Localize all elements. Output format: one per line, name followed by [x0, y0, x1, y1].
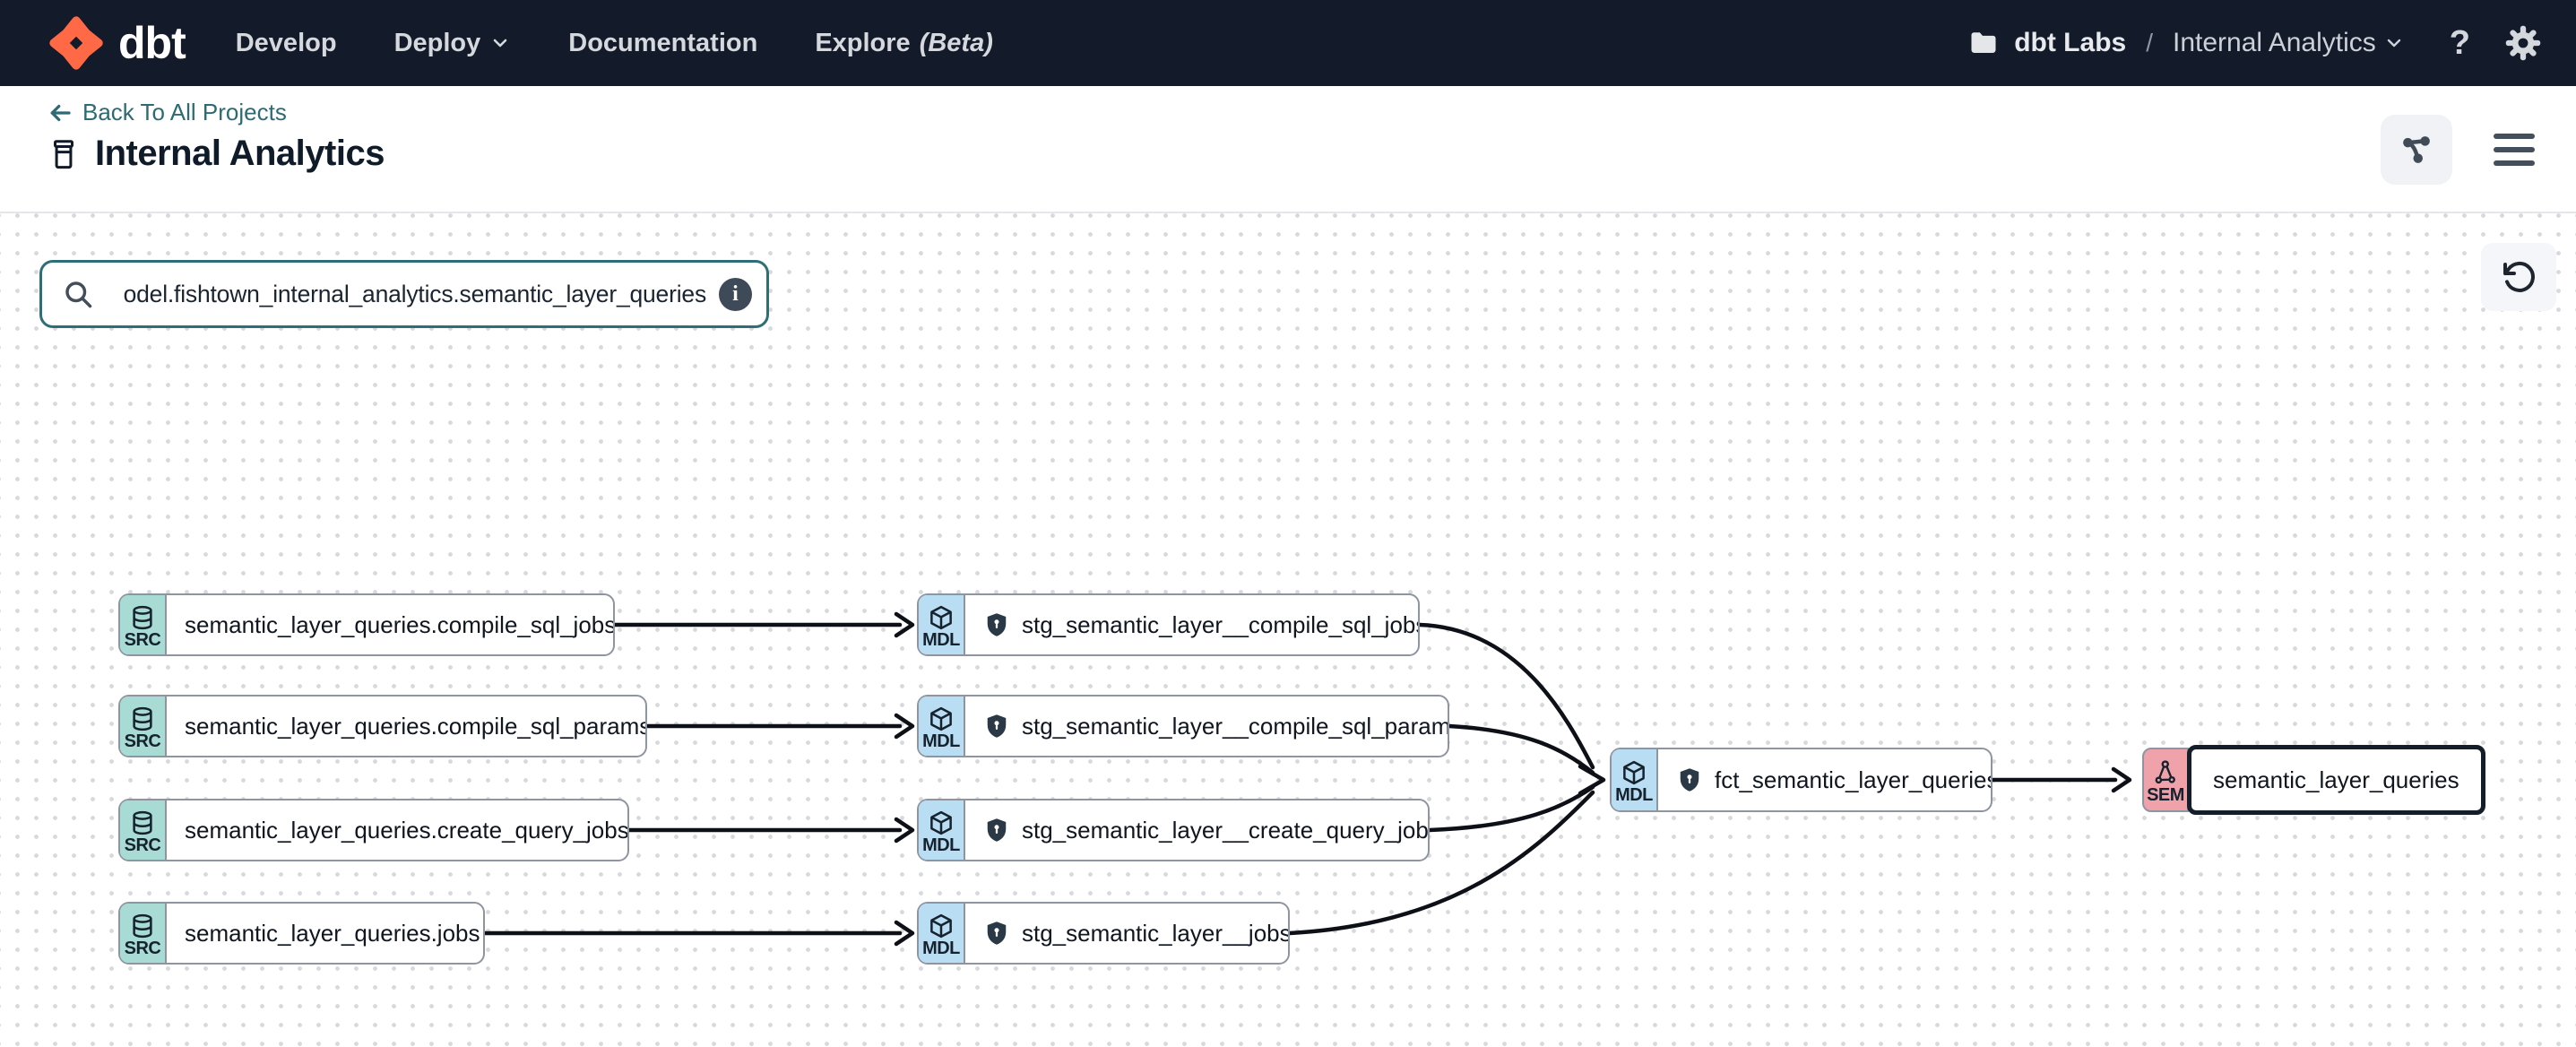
semantic-triangle-icon	[2155, 759, 2175, 783]
contract-shield-icon	[1680, 768, 1699, 792]
src-badge: SRC	[120, 697, 167, 756]
graph-node-fct-semantic-layer-queries[interactable]: MDL fct_semantic_layer_queries	[1610, 748, 1993, 812]
menu-button[interactable]	[2488, 128, 2540, 171]
lineage-search-input[interactable]: odel.fishtown_internal_analytics.semanti…	[39, 260, 769, 328]
folder-icon	[1971, 32, 1996, 53]
nav-items: Develop Deploy Documentation Explore (Be…	[236, 29, 993, 58]
cube-icon	[930, 605, 952, 629]
beta-tag: (Beta)	[919, 28, 993, 57]
account-name[interactable]: dbt Labs	[2014, 28, 2127, 57]
graph-node-stg-create-query-jobs[interactable]: MDL stg_semantic_layer__create_query_job…	[917, 799, 1430, 861]
graph-node-src-jobs[interactable]: SRC semantic_layer_queries.jobs	[118, 902, 485, 965]
search-icon	[65, 281, 92, 308]
src-badge: SRC	[120, 595, 167, 654]
lineage-icon	[2403, 136, 2430, 163]
gear-icon[interactable]	[2504, 24, 2542, 62]
arrow-left-icon	[50, 104, 71, 121]
back-to-projects-link[interactable]: Back To All Projects	[47, 99, 385, 126]
page-title: Internal Analytics	[95, 134, 385, 173]
reset-view-button[interactable]	[2481, 243, 2556, 311]
help-icon[interactable]: ?	[2449, 23, 2470, 62]
lineage-canvas[interactable]: odel.fishtown_internal_analytics.semanti…	[0, 213, 2576, 1047]
database-icon	[133, 913, 152, 938]
top-nav: dbt Develop Deploy Documentation Explore…	[0, 0, 2576, 86]
contract-shield-icon	[987, 818, 1007, 842]
sem-badge: SEM	[2142, 748, 2189, 812]
nav-item-develop[interactable]: Develop	[235, 28, 337, 57]
graph-node-src-create-query-jobs[interactable]: SRC semantic_layer_queries.create_query_…	[118, 799, 629, 861]
breadcrumb-separator: /	[2146, 29, 2153, 56]
graph-node-semantic-layer-queries[interactable]: SEM semantic_layer_queries	[2142, 745, 2485, 815]
graph-node-stg-compile-sql-params[interactable]: MDL stg_semantic_layer__compile_sql_para…	[917, 695, 1449, 757]
header-divider	[0, 212, 2576, 213]
mdl-badge: MDL	[919, 595, 965, 654]
cube-icon	[1623, 760, 1645, 784]
database-icon	[133, 605, 152, 629]
contract-shield-icon	[987, 613, 1007, 636]
nav-item-deploy[interactable]: Deploy	[394, 29, 512, 58]
mdl-badge: MDL	[919, 697, 965, 756]
cube-icon	[930, 810, 952, 835]
dbt-logo[interactable]: dbt	[47, 13, 186, 73]
mdl-badge: MDL	[919, 800, 965, 860]
chevron-down-icon	[493, 39, 507, 48]
lineage-view-button[interactable]	[2381, 115, 2452, 185]
mdl-badge: MDL	[919, 904, 965, 963]
nav-item-documentation[interactable]: Documentation	[568, 28, 758, 57]
page-header: Back To All Projects Internal Analytics	[0, 86, 2576, 212]
info-icon[interactable]: i	[719, 277, 752, 311]
graph-node-src-compile-sql-params[interactable]: SRC semantic_layer_queries.compile_sql_p…	[118, 695, 647, 757]
search-value: odel.fishtown_internal_analytics.semanti…	[123, 280, 706, 307]
dbt-logo-icon	[49, 16, 103, 70]
hamburger-icon	[2494, 134, 2535, 139]
graph-node-src-compile-sql-jobs[interactable]: SRC semantic_layer_queries.compile_sql_j…	[118, 593, 615, 656]
graph-node-stg-compile-sql-jobs[interactable]: MDL stg_semantic_layer__compile_sql_jobs	[917, 593, 1420, 656]
top-nav-right: dbt Labs / Internal Analytics ?	[1967, 24, 2542, 63]
database-icon	[133, 810, 152, 835]
contract-shield-icon	[987, 922, 1007, 945]
mdl-badge: MDL	[1612, 749, 1658, 810]
cube-icon	[930, 706, 952, 731]
cube-icon	[930, 913, 952, 938]
src-badge: SRC	[120, 904, 167, 963]
rotate-ccw-icon	[2503, 261, 2535, 292]
brand-text: dbt	[118, 18, 186, 68]
database-icon	[133, 706, 152, 731]
nav-item-explore[interactable]: Explore (Beta)	[815, 28, 993, 57]
graph-node-stg-jobs[interactable]: MDL stg_semantic_layer__jobs	[917, 902, 1290, 965]
lineage-edges	[482, 611, 2132, 947]
src-badge: SRC	[120, 800, 167, 860]
project-icon	[53, 139, 74, 169]
project-switcher[interactable]: Internal Analytics	[2173, 28, 2405, 58]
chevron-down-icon	[2387, 39, 2400, 48]
contract-shield-icon	[987, 714, 1007, 738]
